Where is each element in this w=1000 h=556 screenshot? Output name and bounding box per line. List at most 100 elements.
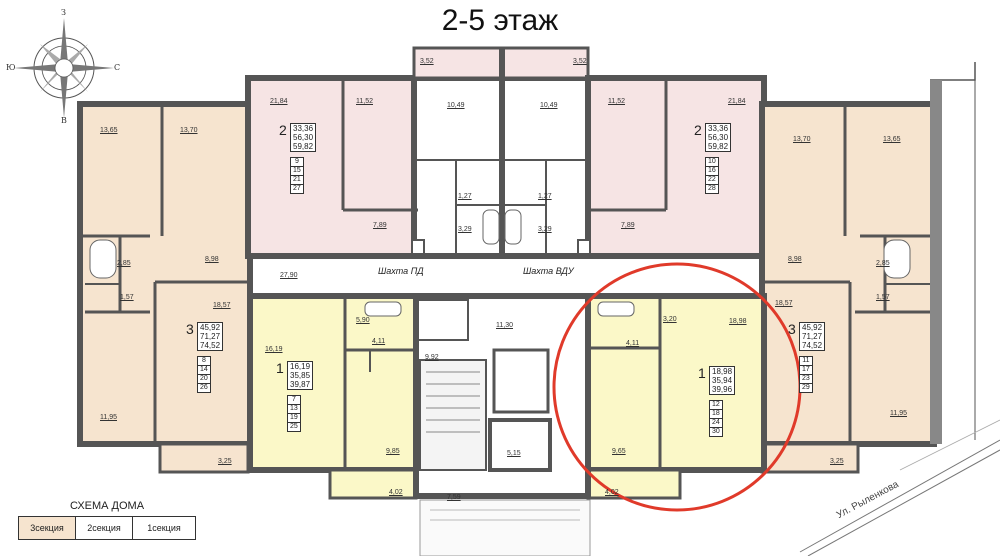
room-area-label: 2,85 bbox=[876, 260, 890, 267]
full-area: 74,52 bbox=[802, 341, 823, 350]
room-count: 1 bbox=[698, 365, 706, 381]
page-title: 2-5 этаж bbox=[441, 4, 559, 37]
apartment-number: 13 bbox=[288, 405, 300, 414]
room-area-label: 18,57 bbox=[775, 300, 793, 307]
room-area-label: 9,92 bbox=[425, 354, 439, 361]
room-area-label: 1,27 bbox=[538, 193, 552, 200]
total-area: 35,94 bbox=[712, 376, 733, 385]
apartment-numbers: 9 15 21 27 bbox=[290, 157, 304, 194]
apartment-number: 17 bbox=[800, 366, 812, 375]
full-area: 59,82 bbox=[293, 142, 314, 151]
room-area-label: 5,90 bbox=[356, 317, 370, 324]
apartment-numbers: 11 17 23 29 bbox=[799, 356, 813, 393]
section-3-button[interactable]: 3секция bbox=[18, 516, 76, 540]
apartment-number: 16 bbox=[706, 167, 718, 176]
compass-west-label: Ю bbox=[6, 63, 16, 72]
apartment-number: 18 bbox=[710, 410, 722, 419]
apartment-number: 8 bbox=[198, 357, 210, 366]
section-1-button[interactable]: 1секция bbox=[132, 516, 196, 540]
apartment-3-left bbox=[77, 101, 253, 447]
room-area-label: 11,52 bbox=[608, 98, 625, 105]
full-area: 74,52 bbox=[200, 341, 221, 350]
room-area-label: 5,15 bbox=[507, 450, 521, 457]
apartment-2-right bbox=[585, 75, 767, 259]
apartment-number: 24 bbox=[710, 419, 722, 428]
compass-east-label: С bbox=[114, 63, 121, 72]
room-area-label: 3,25 bbox=[830, 458, 844, 465]
room-area-label: 2,85 bbox=[117, 260, 131, 267]
room-area-label: 3,52 bbox=[420, 58, 434, 65]
room-area-label: 7,89 bbox=[373, 222, 387, 229]
room-area-label: 8,98 bbox=[205, 256, 219, 263]
apartment-number: 23 bbox=[800, 375, 812, 384]
room-area-label: 18,98 bbox=[729, 318, 747, 325]
apartment-number: 7 bbox=[288, 396, 300, 405]
apartment-number: 22 bbox=[706, 176, 718, 185]
room-area-label: 8,98 bbox=[788, 256, 802, 263]
apartment-number: 30 bbox=[712, 428, 720, 435]
room-area-label: 3,20 bbox=[663, 316, 677, 323]
apartment-number: 19 bbox=[288, 414, 300, 423]
room-area-label: 7,59 bbox=[447, 494, 461, 501]
room-count: 2 bbox=[279, 122, 287, 138]
room-area-label: 13,65 bbox=[883, 136, 901, 143]
apartment-number: 14 bbox=[198, 366, 210, 375]
total-area: 71,27 bbox=[200, 332, 221, 341]
room-area-label: 4,02 bbox=[605, 489, 619, 496]
living-area: 16,19 bbox=[290, 362, 311, 371]
room-count: 1 bbox=[276, 360, 284, 376]
room-area-label: 9,85 bbox=[386, 448, 400, 455]
apartment-number: 10 bbox=[706, 158, 718, 167]
room-area-label: 4,02 bbox=[389, 489, 403, 496]
room-area-label: 4,11 bbox=[626, 340, 640, 347]
living-area: 45,92 bbox=[802, 323, 823, 332]
house-scheme-title: СХЕМА ДОМА bbox=[70, 500, 145, 512]
apartment-number: 11 bbox=[800, 357, 812, 366]
room-area-label: 3,52 bbox=[573, 58, 587, 65]
room-area-label: 7,89 bbox=[621, 222, 635, 229]
compass-north-label: З bbox=[61, 8, 66, 17]
area-values: 18,98 35,94 39,96 bbox=[709, 366, 736, 395]
room-area-label: 27,90 bbox=[280, 272, 298, 279]
area-values: 45,92 71,27 74,52 bbox=[799, 322, 826, 351]
apartment-numbers: 12 18 24 30 bbox=[709, 400, 723, 437]
apartment-numbers: 7 13 19 25 bbox=[287, 395, 301, 432]
apartment-number: 9 bbox=[291, 158, 303, 167]
apartment-number: 28 bbox=[708, 185, 716, 192]
room-area-label: 11,30 bbox=[496, 322, 513, 329]
apartment-number: 15 bbox=[291, 167, 303, 176]
compass-south-label: В bbox=[61, 116, 67, 125]
living-area: 33,36 bbox=[708, 124, 729, 133]
apartment-1-left bbox=[247, 293, 419, 473]
room-area-label: 13,70 bbox=[180, 127, 198, 134]
full-area: 39,87 bbox=[290, 380, 311, 389]
apartment-number: 26 bbox=[200, 384, 208, 391]
apartment-number: 12 bbox=[710, 401, 722, 410]
area-values: 33,36 56,30 59,82 bbox=[290, 123, 317, 152]
room-area-label: 3,29 bbox=[458, 226, 472, 233]
shaft-pd-label: Шахта ПД bbox=[378, 266, 424, 276]
room-area-label: 10,49 bbox=[540, 102, 558, 109]
full-area: 59,82 bbox=[708, 142, 729, 151]
room-area-label: 21,84 bbox=[270, 98, 288, 105]
room-area-label: 11,95 bbox=[890, 410, 907, 417]
room-area-label: 13,70 bbox=[793, 136, 811, 143]
room-area-label: 3,29 bbox=[538, 226, 552, 233]
total-area: 35,85 bbox=[290, 371, 311, 380]
room-area-label: 13,65 bbox=[100, 127, 118, 134]
room-area-label: 10,49 bbox=[447, 102, 465, 109]
section-2-button[interactable]: 2секция bbox=[75, 516, 133, 540]
room-area-label: 11,52 bbox=[356, 98, 373, 105]
apartment-numbers: 8 14 20 26 bbox=[197, 356, 211, 393]
total-area: 71,27 bbox=[802, 332, 823, 341]
apartment-number: 25 bbox=[290, 423, 298, 430]
apartment-number: 20 bbox=[198, 375, 210, 384]
apartment-number: 21 bbox=[291, 176, 303, 185]
room-area-label: 1,57 bbox=[120, 294, 134, 301]
room-count: 3 bbox=[788, 321, 796, 337]
room-area-label: 1,27 bbox=[458, 193, 472, 200]
room-area-label: 1,57 bbox=[876, 294, 890, 301]
room-count: 3 bbox=[186, 321, 194, 337]
total-area: 56,30 bbox=[293, 133, 314, 142]
